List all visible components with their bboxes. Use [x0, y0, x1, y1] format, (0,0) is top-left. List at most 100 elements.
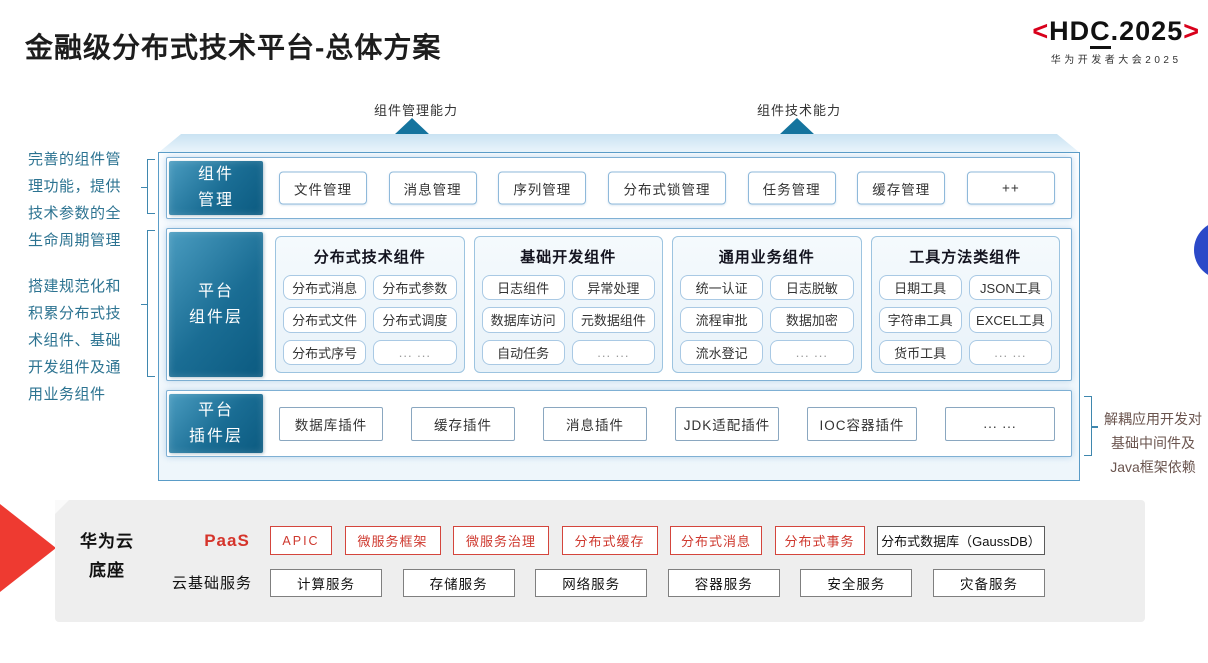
- iaas-label: 云基础服务: [171, 575, 252, 592]
- group-items: 统一认证 日志脱敏 流程审批 数据加密 流水登记 ... ...: [680, 275, 854, 365]
- note-decouple: 解耦应用开发对 基础中间件及 Java框架依赖: [1100, 407, 1206, 479]
- item-jdk-adapter-plugin: JDK适配插件: [675, 406, 779, 441]
- item-cache-management: 缓存管理: [857, 171, 946, 205]
- blue-circle-decoration: [1194, 221, 1208, 279]
- item-task-management: 任务管理: [747, 171, 836, 205]
- item-json-tool: JSON工具: [968, 275, 1052, 301]
- item-message-plugin: 消息插件: [543, 406, 647, 441]
- group-items: 日志组件 异常处理 数据库访问 元数据组件 自动任务 ... ...: [481, 275, 655, 365]
- item-database-access: 数据库访问: [481, 307, 565, 333]
- item-database-plugin: 数据库插件: [279, 406, 383, 441]
- plugin-items: 数据库插件 缓存插件 消息插件 JDK适配插件 IOC容器插件 ... ...: [279, 406, 1055, 441]
- item-security-service: 安全服务: [800, 569, 913, 597]
- row-label-line: 平台: [197, 401, 234, 419]
- foundation-label: 华为云 底座: [69, 527, 145, 585]
- item-disaster-recovery-service: 灾备服务: [932, 569, 1045, 597]
- management-items: 文件管理 消息管理 序列管理 分布式锁管理 任务管理 缓存管理 ++: [279, 171, 1055, 205]
- group-title: 工具方法类组件: [909, 249, 1022, 266]
- item-auto-task: 自动任务: [481, 339, 565, 365]
- item-process-approval: 流程审批: [680, 307, 764, 333]
- item-message-management: 消息管理: [388, 171, 477, 205]
- note-decouple-line1: 解耦应用开发对: [1104, 411, 1202, 427]
- group-common-business: 通用业务组件 统一认证 日志脱敏 流程审批 数据加密 流水登记 ... ...: [672, 236, 862, 373]
- arrow-label-management: 组件管理能力: [374, 103, 459, 118]
- item-exception-handling: 异常处理: [571, 275, 655, 301]
- bracket-right: [1084, 396, 1098, 456]
- item-date-tool: 日期工具: [878, 275, 962, 301]
- item-distributed-file: 分布式文件: [283, 307, 367, 333]
- item-log-masking: 日志脱敏: [770, 275, 854, 301]
- item-ellipsis: ... ...: [571, 339, 655, 365]
- bracket-left-2: [141, 230, 155, 377]
- item-distributed-transaction: 分布式事务: [774, 526, 865, 555]
- group-items: 日期工具 JSON工具 字符串工具 EXCEL工具 货币工具 ... ...: [878, 275, 1052, 365]
- group-basic-dev: 基础开发组件 日志组件 异常处理 数据库访问 元数据组件 自动任务 ... ..…: [473, 236, 663, 373]
- item-distributed-parameter: 分布式参数: [373, 275, 457, 301]
- paas-items: APIC 微服务框架 微服务治理 分布式缓存 分布式消息 分布式事务 分布式数据…: [270, 526, 1045, 555]
- group-items: 分布式消息 分布式参数 分布式文件 分布式调度 分布式序号 ... ...: [283, 275, 457, 365]
- item-microservice-governance: 微服务治理: [453, 526, 549, 555]
- note-management: 完善的组件管理功能，提供技术参数的全生命周期管理: [28, 151, 122, 249]
- item-cache-plugin: 缓存插件: [411, 406, 515, 441]
- item-apic: APIC: [270, 526, 332, 555]
- group-distributed-tech: 分布式技术组件 分布式消息 分布式参数 分布式文件 分布式调度 分布式序号 ..…: [275, 236, 465, 373]
- hdc-logo-subtitle: 华为开发者大会2025: [1050, 55, 1182, 66]
- item-metadata-component: 元数据组件: [571, 307, 655, 333]
- item-distributed-message-paas: 分布式消息: [670, 526, 762, 555]
- note-decouple-line2: 基础中间件及: [1111, 435, 1195, 451]
- row-label-line: 组件: [197, 166, 234, 184]
- row-label-line: 管理: [197, 192, 234, 209]
- item-string-tool: 字符串工具: [878, 307, 962, 333]
- item-log-component: 日志组件: [481, 275, 565, 301]
- row-label-component-management: 组件 管理: [169, 161, 263, 215]
- platform-container: 组件 管理 文件管理 消息管理 序列管理 分布式锁管理 任务管理 缓存管理 ++…: [158, 152, 1080, 481]
- item-distributed-message: 分布式消息: [283, 275, 367, 301]
- item-sequence-management: 序列管理: [498, 171, 587, 205]
- group-title: 通用业务组件: [718, 249, 815, 266]
- hdc-part2: C: [1090, 16, 1111, 49]
- item-compute-service: 计算服务: [270, 569, 382, 597]
- red-chevron-icon: [0, 504, 56, 592]
- group-title: 基础开发组件: [520, 249, 617, 266]
- hdc-logo-text: <HDC.2025>: [1032, 16, 1200, 49]
- row-label-line: 组件层: [188, 308, 243, 326]
- item-ellipsis: ... ...: [968, 339, 1052, 365]
- paas-label: PaaS: [204, 531, 250, 550]
- foundation-label-line: 底座: [89, 561, 125, 580]
- foundation-label-line: 华为云: [80, 532, 134, 551]
- item-storage-service: 存储服务: [402, 569, 515, 597]
- item-currency-tool: 货币工具: [878, 339, 962, 365]
- item-distributed-lock-management: 分布式锁管理: [607, 171, 726, 205]
- item-excel-tool: EXCEL工具: [968, 307, 1052, 333]
- row-label-line: 平台: [197, 282, 234, 300]
- item-unified-auth: 统一认证: [680, 275, 764, 301]
- container-top-face: [158, 134, 1080, 153]
- item-plus-plus: ++: [966, 171, 1055, 205]
- item-gaussdb: 分布式数据库（GaussDB）: [877, 526, 1045, 555]
- item-ellipsis: ... ...: [945, 406, 1055, 441]
- huawei-cloud-foundation: 华为云 底座 PaaS 云基础服务 APIC 微服务框架 微服务治理 分布式缓存…: [55, 500, 1145, 622]
- item-journal-register: 流水登记: [680, 339, 764, 365]
- item-ioc-container-plugin: IOC容器插件: [807, 406, 917, 441]
- item-data-encryption: 数据加密: [770, 307, 854, 333]
- group-tool-methods: 工具方法类组件 日期工具 JSON工具 字符串工具 EXCEL工具 货币工具 .…: [870, 236, 1060, 373]
- hdc-part3: .2025: [1110, 16, 1184, 46]
- item-distributed-scheduling: 分布式调度: [373, 307, 457, 333]
- bracket-left-1: [141, 159, 155, 214]
- hdc-logo: <HDC.2025> 华为开发者大会2025: [1032, 16, 1200, 66]
- item-container-service: 容器服务: [667, 569, 780, 597]
- row-platform-plugins: 平台 插件层 数据库插件 缓存插件 消息插件 JDK适配插件 IOC容器插件 .…: [166, 390, 1072, 457]
- note-decouple-line3: Java框架依赖: [1110, 459, 1196, 475]
- note-components: 搭建规范化和积累分布式技术组件、基础开发组件及通用业务组件: [28, 278, 122, 403]
- arrow-label-technology: 组件技术能力: [757, 103, 842, 118]
- group-title: 分布式技术组件: [313, 249, 426, 266]
- item-file-management: 文件管理: [279, 171, 367, 205]
- item-ellipsis: ... ...: [770, 339, 854, 365]
- row-label-platform-components: 平台 组件层: [169, 232, 263, 377]
- page-title: 金融级分布式技术平台-总体方案: [25, 32, 442, 63]
- item-microservice-framework: 微服务框架: [344, 526, 441, 555]
- row-label-line: 插件层: [188, 427, 243, 445]
- iaas-items: 计算服务 存储服务 网络服务 容器服务 安全服务 灾备服务: [270, 569, 1045, 597]
- item-network-service: 网络服务: [535, 569, 648, 597]
